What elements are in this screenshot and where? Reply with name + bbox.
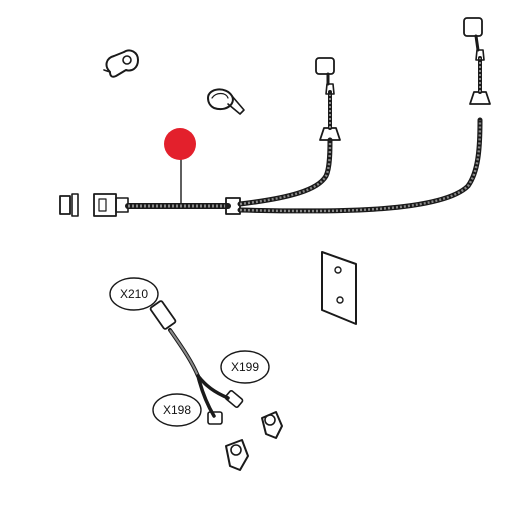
callout-x199-label: X199 — [231, 360, 259, 374]
elbow-fitting-1 — [261, 411, 283, 439]
x199-connector — [224, 390, 244, 408]
callout-x199[interactable]: X199 — [220, 350, 270, 384]
p-clamp-part — [103, 49, 139, 78]
cable-tie-part — [207, 88, 245, 115]
x198-connector — [207, 411, 223, 425]
elbow-fitting-2 — [225, 439, 249, 471]
upper-connector-2 — [463, 17, 483, 37]
grommet-1 — [319, 127, 341, 141]
callout-x210[interactable]: X210 — [109, 277, 159, 311]
sub-harness — [149, 300, 244, 425]
main-wiring-harness — [59, 17, 491, 217]
callout-x198[interactable]: X198 — [152, 393, 202, 427]
callout-x198-label: X198 — [163, 403, 191, 417]
mounting-plate-part — [321, 251, 357, 325]
grommet-2 — [469, 91, 491, 105]
left-plug-connector — [59, 195, 71, 215]
upper-connector-1 — [315, 57, 335, 75]
x210-connector — [149, 300, 177, 330]
red-highlight-marker[interactable] — [164, 128, 196, 160]
left-socket-connector — [93, 193, 117, 217]
callout-x210-label: X210 — [120, 287, 148, 301]
